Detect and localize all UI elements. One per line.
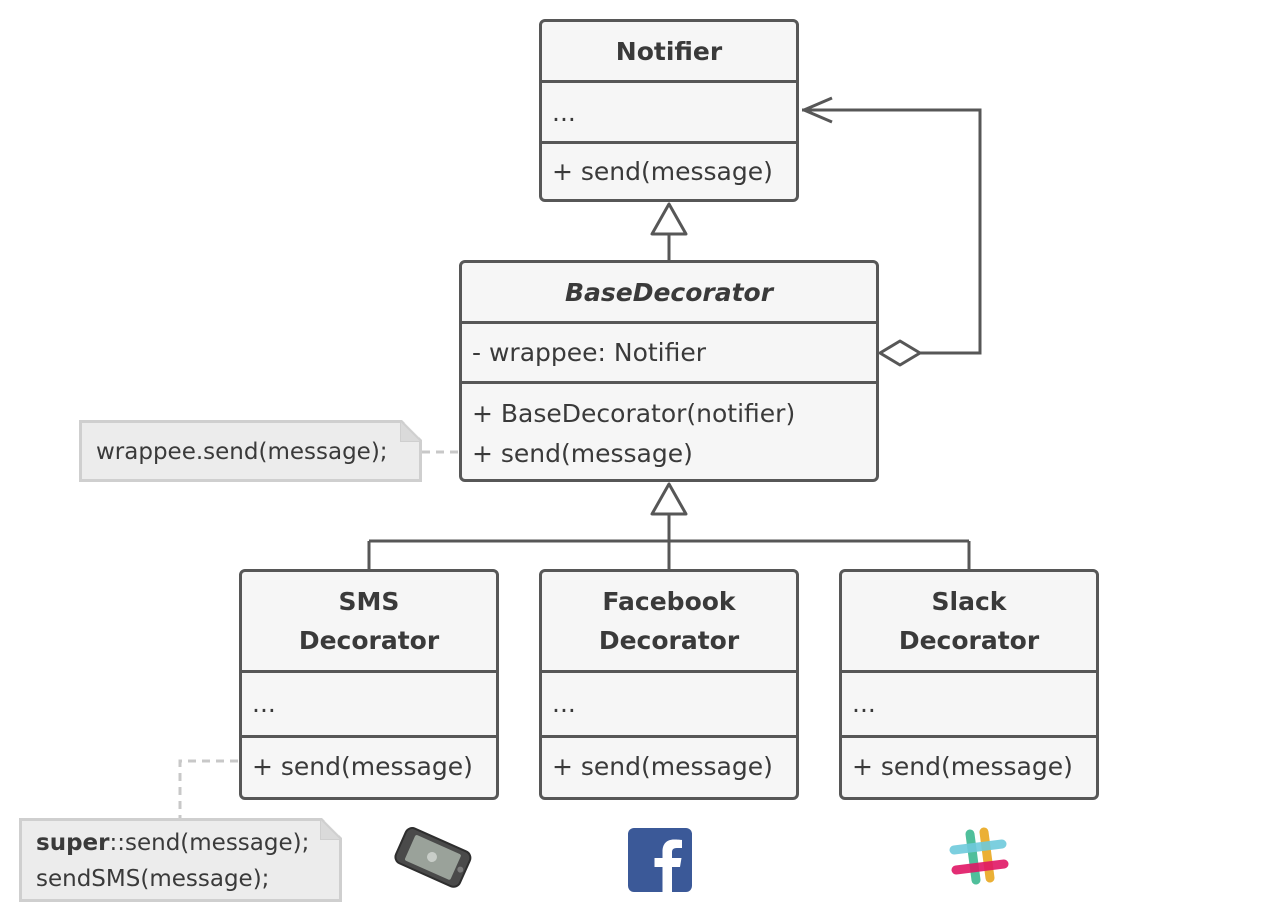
class-name-line: Decorator [298,626,440,655]
base-decorator-note: wrappee.send(message); [79,420,422,482]
sms-decorator-class: SMS Decorator ... + send(message) [239,569,499,800]
class-method: + send(message) [552,752,773,781]
class-fields: ... [542,673,796,738]
class-fields: - wrappee: Notifier [462,324,876,384]
facebook-logo-icon [628,828,692,892]
class-name-line: Facebook [602,587,736,616]
note-fold-corner [320,818,342,840]
notifier-class: Notifier ... + send(message) [539,19,799,202]
slack-logo-icon [949,827,1009,885]
class-methods: + BaseDecorator(notifier) + send(message… [462,384,876,474]
smartphone-icon [394,827,472,888]
class-name-line: Decorator [898,626,1040,655]
class-name-line: Slack [931,587,1007,616]
inheritance-arrow-base [650,482,688,516]
facebook-decorator-class: Facebook Decorator ... + send(message) [539,569,799,800]
class-name: Notifier [542,22,796,83]
note-fold-corner [400,420,422,442]
class-name-line: SMS [338,587,400,616]
class-name: BaseDecorator [462,263,876,324]
class-method: + send(message) [852,752,1073,781]
note-keyword: super [36,830,110,856]
class-name: Facebook Decorator [542,572,796,673]
base-decorator-class: BaseDecorator - wrappee: Notifier + Base… [459,260,879,482]
aggregation-arrowhead [802,96,833,124]
class-method: + send(message) [472,439,693,468]
note-line: sendSMS(message); [36,866,270,892]
aggregation-diamond [878,339,922,367]
note-text: ::send(message); [109,830,310,856]
class-name-line: Decorator [598,626,740,655]
sms-decorator-note: super::send(message); sendSMS(message); [19,818,342,902]
note-connector-sms [178,759,238,820]
class-method: + send(message) [552,157,773,186]
inheritance-arrow-notifier [650,202,688,236]
class-method: + send(message) [252,752,473,781]
class-fields: ... [542,83,796,144]
class-name: SMS Decorator [242,572,496,673]
note-line: super::send(message); [36,825,325,861]
aggregation-line [802,108,982,355]
class-fields: ... [242,673,496,738]
note-text: wrappee.send(message); [96,439,388,465]
class-name: Slack Decorator [842,572,1096,673]
slack-decorator-class: Slack Decorator ... + send(message) [839,569,1099,800]
class-method: + BaseDecorator(notifier) [472,399,796,428]
class-fields: ... [842,673,1096,738]
